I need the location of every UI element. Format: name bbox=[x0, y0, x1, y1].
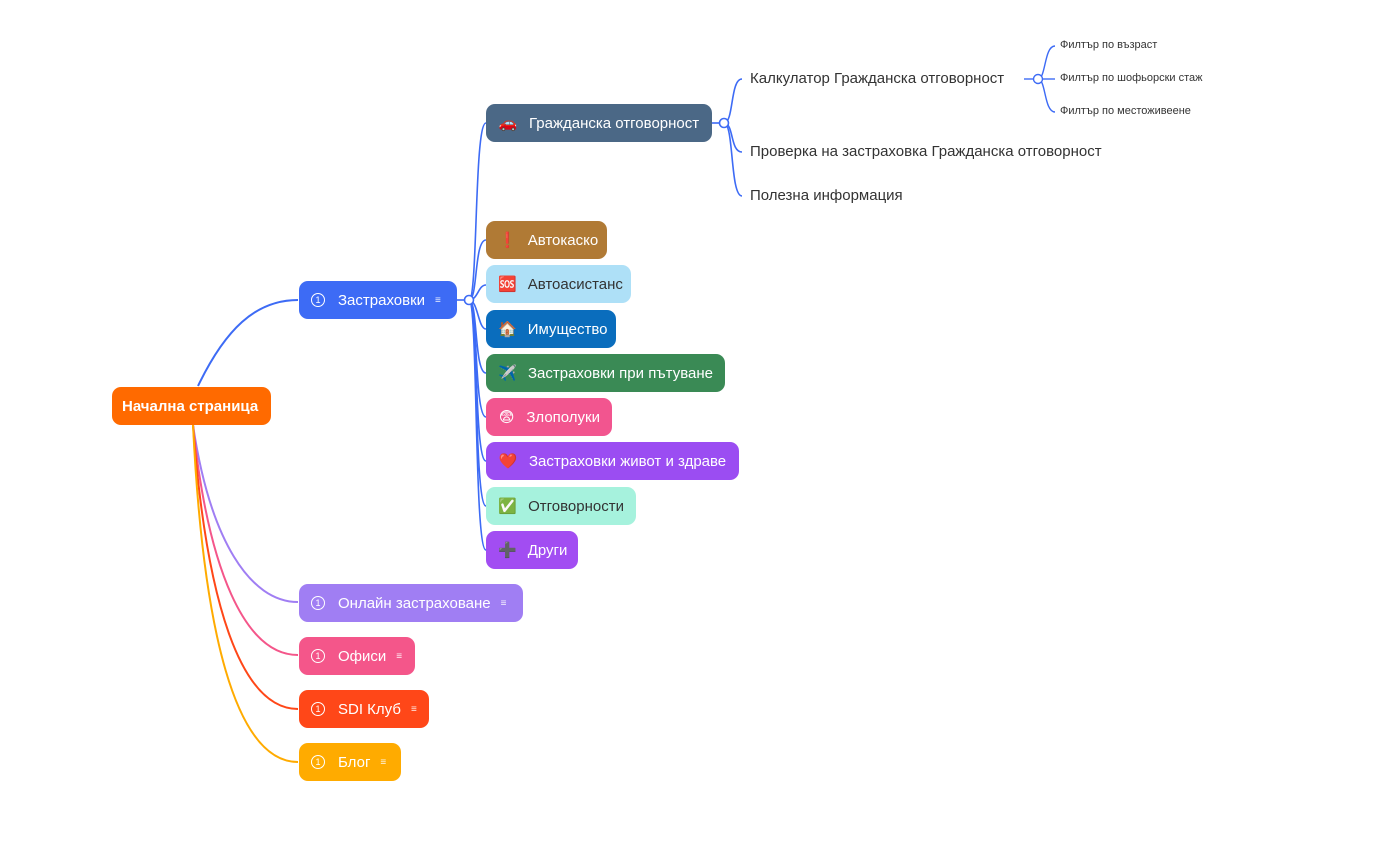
exclamation-icon: ❗ bbox=[498, 232, 517, 249]
node-property[interactable]: 🏠 Имущество bbox=[486, 310, 616, 348]
node-autocasco[interactable]: ❗ Автокаско bbox=[486, 221, 607, 259]
branch-online-insurance[interactable]: 1 Онлайн застраховане ≡ bbox=[299, 584, 523, 622]
airplane-icon: ✈️ bbox=[498, 365, 517, 382]
node-filter-age[interactable]: Филтър по възраст bbox=[1060, 39, 1158, 51]
collapse-toggle-calculator[interactable] bbox=[1032, 73, 1044, 85]
house-icon: 🏠 bbox=[498, 321, 517, 338]
branch-label: Блог bbox=[338, 753, 371, 771]
node-label: Злополуки bbox=[526, 408, 600, 426]
root-node[interactable]: Начална страница bbox=[112, 387, 271, 425]
branch-blog[interactable]: 1 Блог ≡ bbox=[299, 743, 401, 781]
node-filter-experience[interactable]: Филтър по шофьорски стаж bbox=[1060, 72, 1203, 84]
node-civil-liability[interactable]: 🚗 Гражданска отговорност bbox=[486, 104, 712, 142]
node-label: Отговорности bbox=[528, 497, 624, 515]
branch-label: SDI Клуб bbox=[338, 700, 401, 718]
node-label: Автоасистанс bbox=[527, 275, 623, 293]
node-useful-info[interactable]: Полезна информация bbox=[750, 187, 903, 204]
collapse-toggle-civil-liability[interactable] bbox=[718, 117, 730, 129]
branch-label: Онлайн застраховане bbox=[338, 594, 491, 612]
branch-label: Офиси bbox=[338, 647, 387, 665]
node-label: Имущество bbox=[527, 320, 608, 338]
node-label: Застраховки живот и здраве bbox=[529, 452, 727, 470]
note-icon[interactable]: ≡ bbox=[435, 294, 441, 306]
node-auto-assistance[interactable]: 🆘 Автоасистанс bbox=[486, 265, 631, 303]
node-accidents[interactable]: 😨 Злополуки bbox=[486, 398, 612, 436]
node-check-insurance[interactable]: Проверка на застраховка Гражданска отгов… bbox=[750, 143, 1102, 160]
node-label: Застраховки при пътуване bbox=[527, 364, 713, 382]
node-life-health[interactable]: ❤️ Застраховки живот и здраве bbox=[486, 442, 739, 480]
node-label: Други bbox=[527, 541, 568, 559]
node-filter-residence[interactable]: Филтър по местоживеене bbox=[1060, 105, 1191, 117]
node-liabilities[interactable]: ✅ Отговорности bbox=[486, 487, 636, 525]
plus-icon: ➕ bbox=[498, 542, 517, 559]
node-label: Автокаско bbox=[527, 231, 599, 249]
badge-number: 1 bbox=[311, 755, 325, 769]
heart-icon: ❤️ bbox=[498, 453, 518, 470]
collapse-toggle-insurances[interactable] bbox=[463, 294, 475, 306]
badge-number: 1 bbox=[311, 293, 325, 307]
sos-icon: 🆘 bbox=[498, 276, 517, 293]
node-label: Гражданска отговорност bbox=[529, 114, 700, 132]
badge-number: 1 bbox=[311, 702, 325, 716]
note-icon[interactable]: ≡ bbox=[500, 597, 507, 609]
note-icon[interactable]: ≡ bbox=[410, 703, 417, 715]
fearful-face-icon: 😨 bbox=[498, 409, 515, 426]
note-icon[interactable]: ≡ bbox=[396, 650, 403, 662]
node-travel[interactable]: ✈️ Застраховки при пътуване bbox=[486, 354, 725, 392]
root-label: Начална страница bbox=[122, 397, 259, 415]
node-calculator[interactable]: Калкулатор Гражданска отговорност bbox=[750, 70, 1005, 87]
check-mark-icon: ✅ bbox=[498, 498, 517, 515]
branch-insurances[interactable]: 1 Застраховки ≡ bbox=[299, 281, 457, 319]
branch-offices[interactable]: 1 Офиси ≡ bbox=[299, 637, 415, 675]
badge-number: 1 bbox=[311, 649, 325, 663]
branch-sdi-club[interactable]: 1 SDI Клуб ≡ bbox=[299, 690, 429, 728]
car-icon: 🚗 bbox=[498, 115, 518, 132]
note-icon[interactable]: ≡ bbox=[380, 756, 387, 768]
badge-number: 1 bbox=[311, 596, 325, 610]
branch-label: Застраховки bbox=[338, 291, 426, 309]
node-other[interactable]: ➕ Други bbox=[486, 531, 578, 569]
